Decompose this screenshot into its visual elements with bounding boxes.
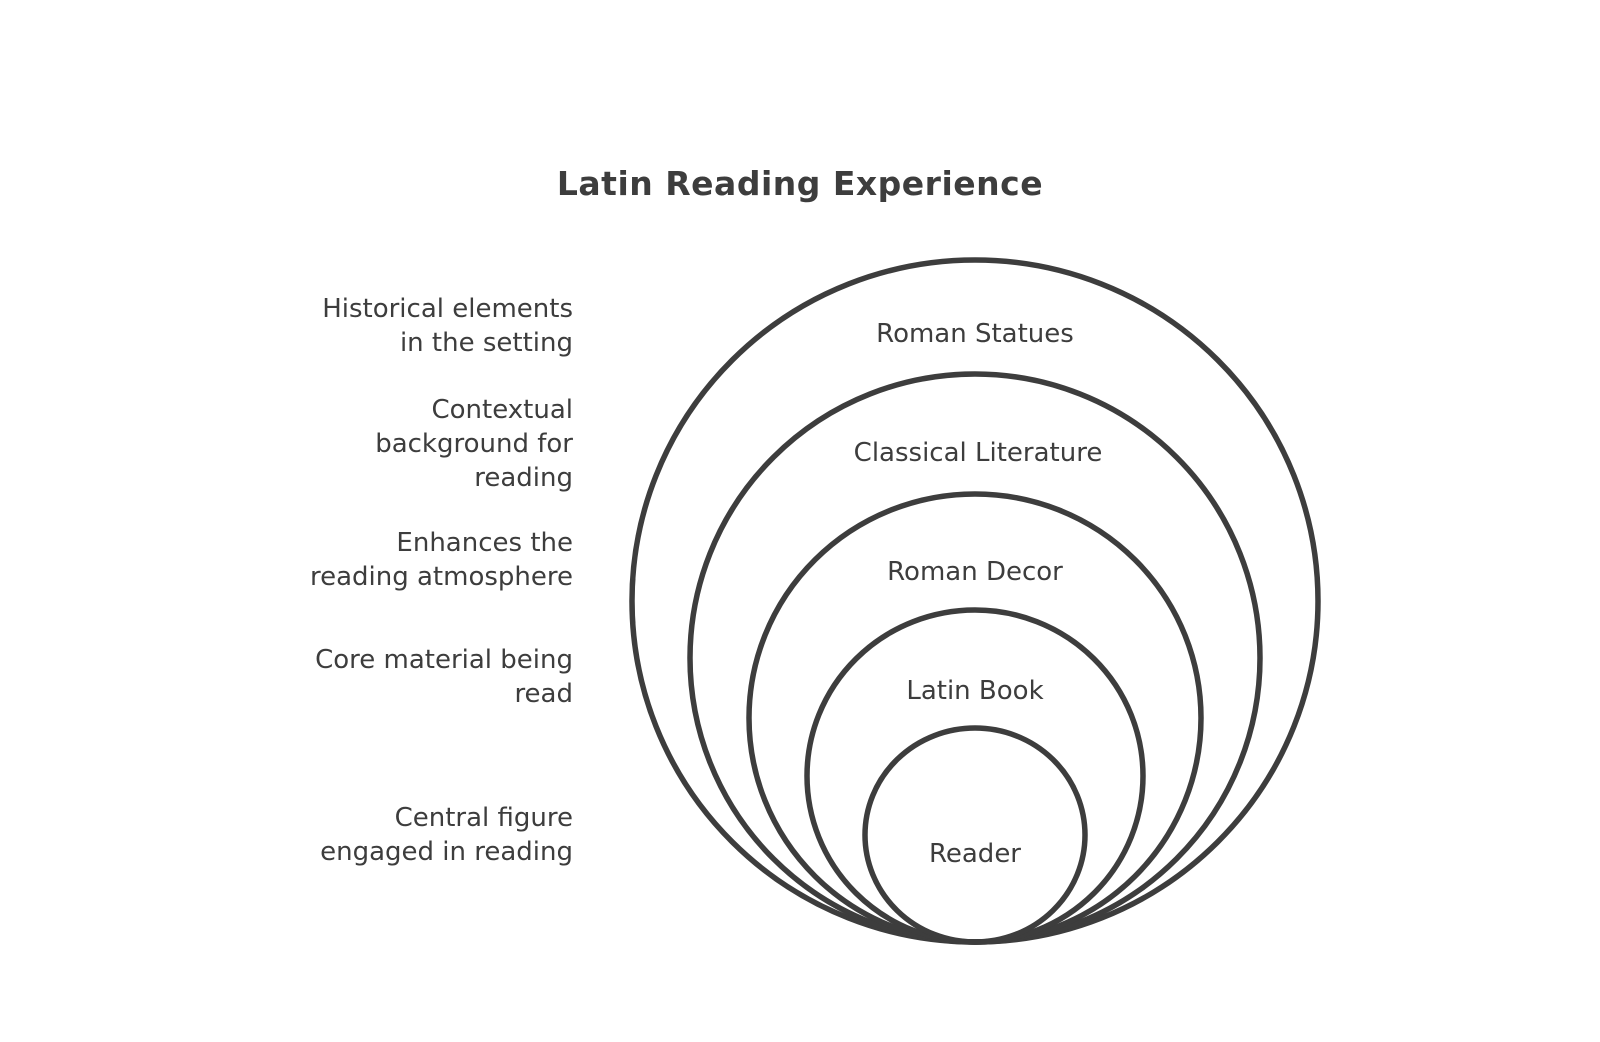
diagram-title: Latin Reading Experience <box>556 164 1044 203</box>
description-roman-statues: Historical elements in the setting <box>322 294 573 358</box>
label-reader: Reader <box>929 839 1021 869</box>
ring-latin-book <box>804 607 1146 945</box>
label-latin-book: Latin Book <box>906 676 1043 706</box>
description-latin-book: Core material being read <box>315 645 573 709</box>
label-roman-statues: Roman Statues <box>876 319 1074 349</box>
ring-reader <box>862 725 1088 945</box>
description-reader: Central figure engaged in reading <box>320 803 573 867</box>
description-classical-literature: Contextual background for reading <box>375 395 573 493</box>
label-roman-decor: Roman Decor <box>887 557 1063 587</box>
label-classical-literature: Classical Literature <box>854 438 1103 468</box>
description-roman-decor: Enhances the reading atmosphere <box>309 528 573 592</box>
